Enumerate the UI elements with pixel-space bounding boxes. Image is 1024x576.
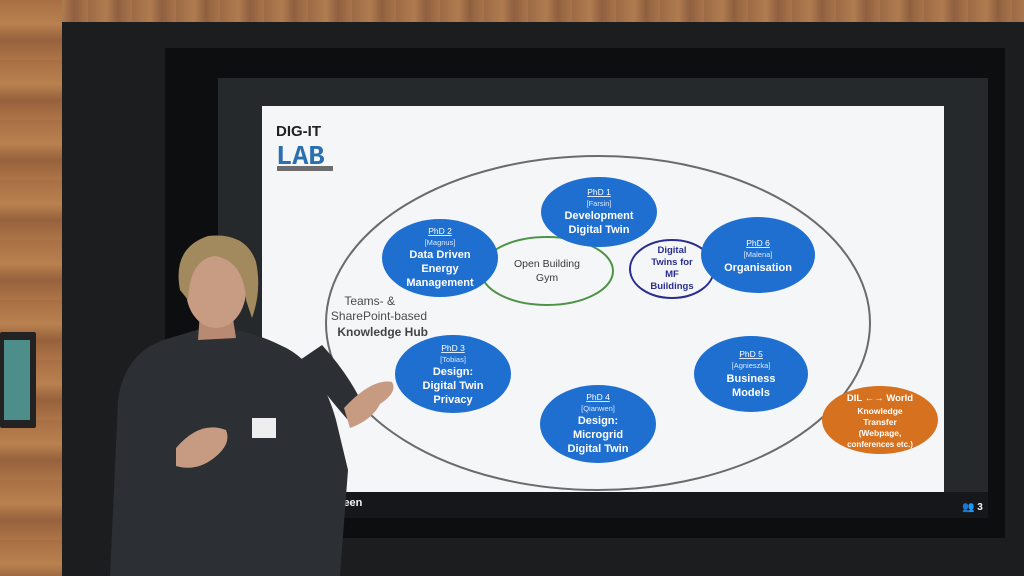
open-gym-text-2: Gym [536,272,558,284]
wall-tablet [0,332,36,428]
phd-1-line-2: Digital Twin [569,224,630,236]
phd-3-line-3: Privacy [433,394,473,406]
phd-3-id: PhD 3 [441,343,465,353]
phd-2-person: [Magnus] [425,238,456,247]
mf-line-1: Digital [657,245,686,256]
phd-1-bubble: PhD 1 [Farsin] Development Digital Twin [541,177,657,247]
presentation-slide: DIG-IT LAB Teams- & SharePoint-based Kno… [262,106,944,492]
hub-label-3: Knowledge Hub [337,325,428,339]
phd-4-person: [Qianwen] [581,404,615,413]
hub-label-1: Teams- & [344,294,395,308]
phd-2-line-2: Energy [421,263,459,275]
phd-6-bubble: PhD 6 [Malena] Organisation [701,217,815,293]
dil-line-1: DIL ←→ World [847,393,913,404]
mf-line-2: Twins for [651,257,693,268]
phd-3-line-1: Design: [433,366,473,378]
screen-share-bar [262,492,988,518]
phd-6-person: [Malena] [744,250,773,259]
phd-4-line-2: Microgrid [573,429,623,441]
viewer-count-value: 3 [977,502,983,513]
phd-4-bubble: PhD 4 [Qianwen] Design: Microgrid Digita… [540,385,656,463]
phd-1-person: [Farsin] [586,199,611,208]
phd-4-line-3: Digital Twin [568,443,629,455]
dil-world-bubble: DIL ←→ World Knowledge Transfer (Webpage… [822,386,938,454]
phd-5-line-2: Models [732,387,770,399]
dil-line-3: Transfer [863,417,897,427]
phd-4-line-1: Design: [578,415,618,427]
phd-4-id: PhD 4 [586,392,610,402]
phd-3-line-2: Digital Twin [423,380,484,392]
phd-5-line-1: Business [727,373,776,385]
dil-line-2: Knowledge [857,406,903,416]
phd-2-line-3: Management [406,277,474,289]
logo-text-top: DIG-IT [276,123,321,140]
dig-it-lab-logo: DIG-IT LAB [276,123,333,173]
knowledge-hub-ellipse [325,155,871,491]
hub-label-2: SharePoint-based [331,309,427,323]
phd-5-bubble: PhD 5 [Agnieszka] Business Models [694,336,808,412]
phd-6-id: PhD 6 [746,238,770,248]
mf-line-3: MF [665,269,679,280]
phd-6-line-1: Organisation [724,262,792,274]
phd-2-id: PhD 2 [428,226,452,236]
phd-5-id: PhD 5 [739,349,763,359]
open-building-gym-ring [480,236,614,306]
phd-3-person: [Tobias] [440,355,466,364]
phd-2-bubble: PhD 2 [Magnus] Data Driven Energy Manage… [382,219,498,297]
open-gym-text-1: Open Building [514,258,580,270]
dil-line-4: (Webpage, [859,428,902,438]
phd-1-line-1: Development [564,210,633,222]
viewer-count: 👥 3 [962,502,983,513]
dil-line-5: conferences etc.) [847,440,913,449]
slide-diagram: DIG-IT LAB Teams- & SharePoint-based Kno… [276,123,938,491]
phd-5-person: [Agnieszka] [732,361,771,370]
shared-screen-label: Vogel's screen [286,497,363,509]
phd-1-id: PhD 1 [587,187,611,197]
mf-line-4: Buildings [650,281,693,292]
wood-wall [0,0,62,576]
phd-3-bubble: PhD 3 [Tobias] Design: Digital Twin Priv… [395,335,511,413]
phd-2-line-1: Data Driven [409,249,470,261]
